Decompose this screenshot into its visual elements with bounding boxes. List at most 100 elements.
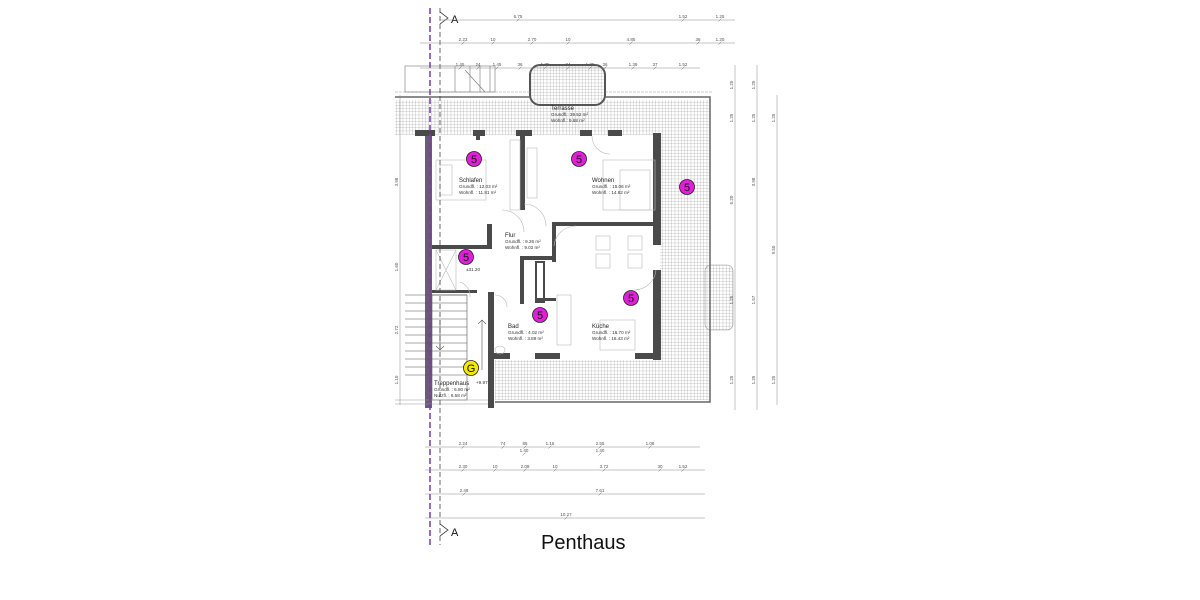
dimension-tick [461,41,465,45]
dimension-label: 6.75 [514,14,523,19]
dimension-label: 7.61 [596,488,605,493]
room-area: Wohnfl. : 3.89 m² [508,336,543,341]
room-area: Grundfl. : 12.03 m² [459,184,498,189]
dimension-tick [588,66,592,70]
unit-badge: 5 [532,307,548,323]
dimension-label: 1.25 [729,80,734,89]
dimension-label: 2.09 [521,464,530,469]
dimension-tick [653,66,657,70]
dimension-label: 1.52 [679,464,688,469]
room-area: Grundfl. : 9.26 m² [505,239,541,244]
dimension-label: 1.52 [679,62,688,67]
badge-label: G [467,363,476,375]
dimension-label: 1.60 [394,262,399,271]
dimension-tick [648,445,652,449]
dimension-tick [631,66,635,70]
dimension-label: 1.25 [729,113,734,122]
dimension-tick [458,66,462,70]
room-area: Nutzfl. : 6.58 m² [434,393,467,398]
level-marker: ±31.20 [466,267,480,272]
dimension-tick [681,66,685,70]
room-area: Grundfl.: 39.52 m² [551,112,588,117]
dimension-label: 30 [657,464,663,469]
dimension-label: 1.25 [771,375,776,384]
dimension-label: 1.75 [541,62,550,67]
dimension-label: 1.08 [646,441,655,446]
unit-badge: 5 [458,249,474,265]
dimension-label: 1.20 [716,37,725,42]
dimension-label: 1.25 [751,113,756,122]
dimension-label: 2.30 [459,464,468,469]
dimension-label: 85 [522,441,528,446]
room-area: Wohnfl. : 16.43 m² [592,336,630,341]
dimension-tick [553,468,557,472]
dimension-tick [566,66,570,70]
room-area: Grundfl. : 6.80 m² [434,387,470,392]
room-name: Flur [505,233,515,239]
dimension-tick [476,66,480,70]
dimension-tick [501,445,505,449]
room-area: Wohnfl. : 14.82 m² [592,190,630,195]
room-name: Wohnen [592,178,614,184]
dimension-label: 3.72 [600,464,609,469]
dimension-label: 10.27 [560,512,572,517]
room-name: Küche [592,324,610,330]
level-marker: +9.97 [476,380,488,385]
dimension-label: 10 [565,37,571,42]
dimension-tick [523,468,527,472]
dimension-tick [493,468,497,472]
room-name: Schlafen [459,178,482,184]
dimension-label: 1.25 [729,375,734,384]
dimension-label: 5.20 [729,195,734,204]
dimension-label: 1.25 [771,113,776,122]
dimension-label: 1.10 [394,375,399,384]
badge-label: 5 [463,252,469,264]
dimension-tick [543,66,547,70]
terrace-area [395,64,734,403]
dimension-label: 3.98 [394,177,399,186]
section-marker-bottom: A [451,527,459,539]
dimension-tick [495,66,499,70]
room-area: Grundfl. : 4.02 m² [508,330,544,335]
dimension-label: 36 [602,62,608,67]
dimension-tick [696,41,700,45]
dimension-label: 4.85 [627,37,636,42]
dimension-tick [598,445,602,449]
room-name: Bad [508,324,519,330]
dimension-tick [718,18,722,22]
dimension-label: 2.24 [459,441,468,446]
furniture [435,135,657,355]
dimension-tick [462,492,466,496]
dimension-tick [658,468,662,472]
dimension-tick [523,445,527,449]
dimension-label: 2.55 [596,441,605,446]
dimension-tick [461,445,465,449]
dimension-label: 10 [490,37,496,42]
dimension-tick [522,452,526,456]
dimension-label: 1.57 [751,295,756,304]
dimension-label: 74 [500,441,506,446]
badge-label: 5 [628,293,634,305]
dimension-tick [718,41,722,45]
dimension-label: 2.48 [460,488,469,493]
dimension-label: 1.45 [456,62,465,67]
dimension-label: 24 [565,62,571,67]
plan-title: Penthaus [541,532,626,554]
dimension-label: 1.75 [586,62,595,67]
section-line: A A [429,8,459,545]
dimension-tick [602,468,606,472]
dimension-label: 1.40 [520,448,529,453]
dimension-label: 3.98 [751,177,756,186]
dimension-label: 9.50 [771,245,776,254]
dimension-label: 36 [517,62,523,67]
dimension-tick [530,41,534,45]
exterior-stairs [404,65,496,93]
dimension-tick [518,66,522,70]
unit-badge: 5 [466,151,482,167]
unit-badge: 5 [679,179,695,195]
dimension-tick [516,18,520,22]
dimension-label: 1.16 [546,441,555,446]
dimension-label: 2.70 [528,37,537,42]
